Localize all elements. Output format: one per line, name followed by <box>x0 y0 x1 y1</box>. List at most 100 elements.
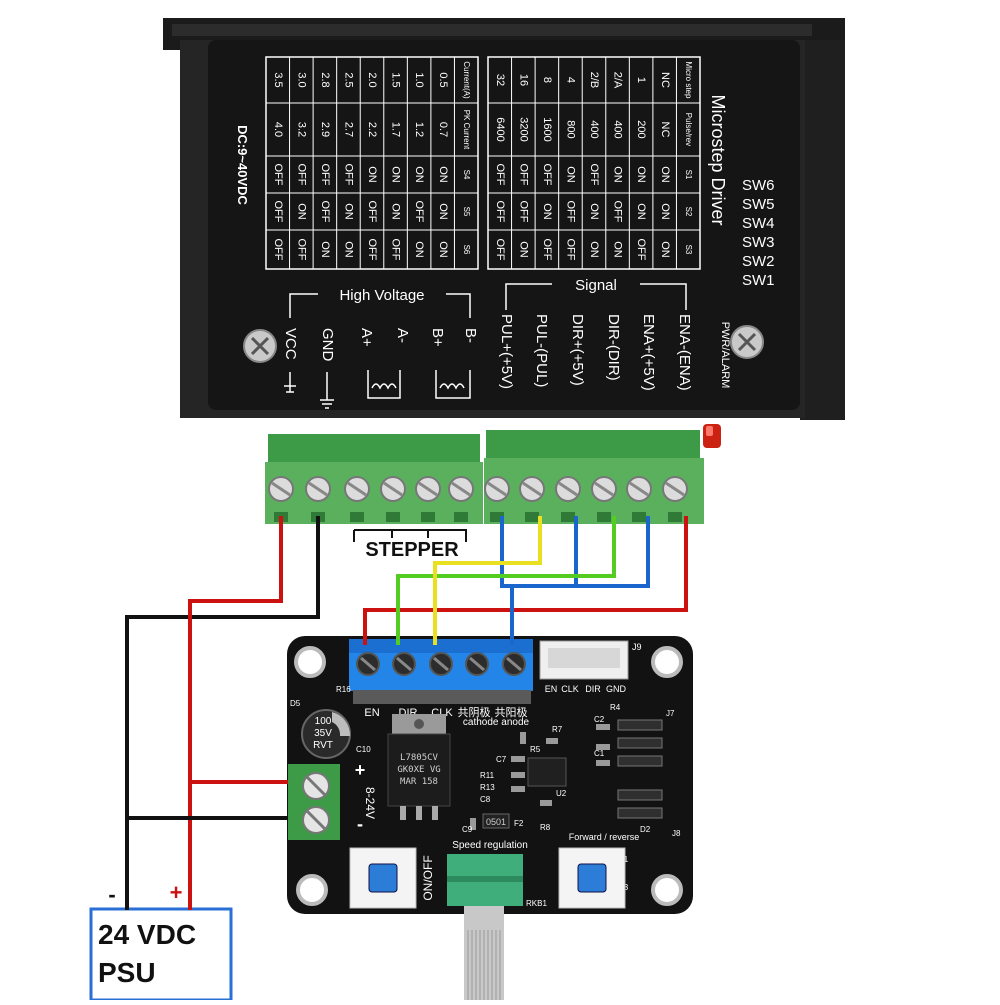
microstep-table-cell: OFF <box>565 201 577 223</box>
current-table-header: PK Current <box>462 110 471 150</box>
current-table-cell: OFF <box>390 239 402 261</box>
ref-c1: C1 <box>594 749 605 758</box>
driver-terminal-label: GND <box>319 328 336 362</box>
terminal-screw[interactable] <box>484 476 510 522</box>
ref-r7: R7 <box>552 725 563 734</box>
signal-header-label: GND <box>606 684 627 694</box>
ref-c9: C9 <box>462 825 473 834</box>
terminal-screw[interactable] <box>626 476 652 522</box>
sw-label: SW1 <box>742 272 775 289</box>
signal-header-slot <box>548 648 620 668</box>
controller-terminal-screw[interactable] <box>502 652 526 676</box>
stepper-bracket <box>353 529 467 542</box>
terminal-screw[interactable] <box>591 476 617 522</box>
terminal-screw[interactable] <box>662 476 688 522</box>
component-refs: R16 D5 C10 R4 J7 R7 R5 C2 C1 C7 R11 R13 … <box>290 685 681 908</box>
current-table-cell: 2.5 <box>343 72 355 87</box>
board-pcb <box>287 636 693 914</box>
power-terminal <box>288 764 340 840</box>
terminal-screw[interactable] <box>415 476 441 522</box>
microstep-table-header: S3 <box>684 245 693 255</box>
driver-face <box>208 40 800 410</box>
controller-terminal-label: 共阴极 <box>458 705 491 719</box>
current-table-cell: 4.0 <box>272 122 284 137</box>
terminal-screw[interactable] <box>344 476 370 522</box>
current-table-cell: 1.2 <box>413 122 425 137</box>
ref-u2: U2 <box>556 789 567 798</box>
ref-d2: D2 <box>640 825 651 834</box>
mount-hole-top-right <box>651 646 683 678</box>
controller-terminal-label: EN <box>364 707 379 719</box>
smd-components <box>470 724 610 830</box>
microstep-table-grid <box>488 57 700 269</box>
driver-title: Microstep Driver <box>708 94 728 225</box>
driver-screw-right <box>730 325 764 359</box>
terminal-screw[interactable] <box>555 476 581 522</box>
current-table-header: S6 <box>462 245 471 255</box>
controller-terminal-screw[interactable] <box>465 652 489 676</box>
wire-psu-negative <box>125 516 320 910</box>
current-table-cell: ON <box>413 241 425 258</box>
regulator-text-2: GK0XE VG <box>397 765 440 775</box>
forward-reverse-label: Forward / reverse <box>569 832 640 842</box>
current-table-cell: ON <box>413 166 425 183</box>
power-minus-label: - <box>357 814 363 834</box>
driver-terminal-label: A- <box>394 328 411 343</box>
high-voltage-label: High Voltage <box>339 287 424 304</box>
microstep-table-cell: OFF <box>494 201 506 223</box>
current-table-cell: ON <box>343 241 355 258</box>
microstep-table-cell: OFF <box>517 164 529 186</box>
controller-terminal-screw[interactable] <box>392 652 416 676</box>
microstep-table-cell: OFF <box>494 164 506 186</box>
speed-potentiometer[interactable] <box>447 854 523 1000</box>
on-off-button[interactable] <box>349 847 417 909</box>
current-table-cell: 2.9 <box>319 122 331 137</box>
driver-terminal-label: B+ <box>429 328 446 347</box>
sw-label: SW4 <box>742 215 775 232</box>
current-table-cell: OFF <box>295 164 307 186</box>
microstep-table-header: S1 <box>684 170 693 180</box>
current-table-cell: 2.8 <box>319 72 331 87</box>
blue-terminal-base <box>353 690 531 704</box>
wire-ena-minus <box>363 516 688 645</box>
terminal-screw[interactable] <box>448 476 474 522</box>
electrolytic-capacitor: 100 35V RVT <box>301 709 351 759</box>
microstep-table-cell: 1 <box>635 77 647 83</box>
microstep-table-cell: 400 <box>612 120 624 138</box>
driver-terminal-label: A+ <box>358 328 375 347</box>
microstep-table-cell: 200 <box>635 120 647 138</box>
wires <box>125 516 688 910</box>
microstep-table-cell: ON <box>565 166 577 183</box>
current-table-cell: OFF <box>366 239 378 261</box>
current-table-cell: 1.0 <box>413 72 425 87</box>
microstep-table: Micro stepPulse/revS1S2S3NCNCONONON1200O… <box>494 62 693 261</box>
current-table-cell: OFF <box>319 164 331 186</box>
blue-terminal-top <box>349 639 533 655</box>
ref-r5: R5 <box>530 745 541 754</box>
current-table-cell: 3.0 <box>295 72 307 87</box>
driver-heatsink-side <box>800 40 845 420</box>
stepper-label: STEPPER <box>365 539 459 561</box>
current-table-header: S5 <box>462 207 471 217</box>
wire-dir-minus <box>396 516 616 645</box>
current-table-cell: 3.2 <box>295 122 307 137</box>
ic-chip <box>527 757 567 787</box>
terminal-screw[interactable] <box>519 476 545 522</box>
microstep-table-cell: ON <box>612 241 624 258</box>
controller-terminal-screw[interactable] <box>429 652 453 676</box>
regulator-text-1: L7805CV <box>400 753 439 763</box>
signal-header-label: DIR <box>585 684 601 694</box>
current-table-cell: 1.7 <box>390 122 402 137</box>
current-table-cell: 0.5 <box>437 72 449 87</box>
direction-button[interactable] <box>558 847 626 909</box>
controller-terminal-screw[interactable] <box>356 652 380 676</box>
terminal-screw[interactable] <box>380 476 406 522</box>
microstep-table-cell: OFF <box>612 201 624 223</box>
current-table-cell: 2.7 <box>343 122 355 137</box>
ref-f2: F2 <box>514 819 524 828</box>
microstep-table-cell: 6400 <box>494 117 506 141</box>
